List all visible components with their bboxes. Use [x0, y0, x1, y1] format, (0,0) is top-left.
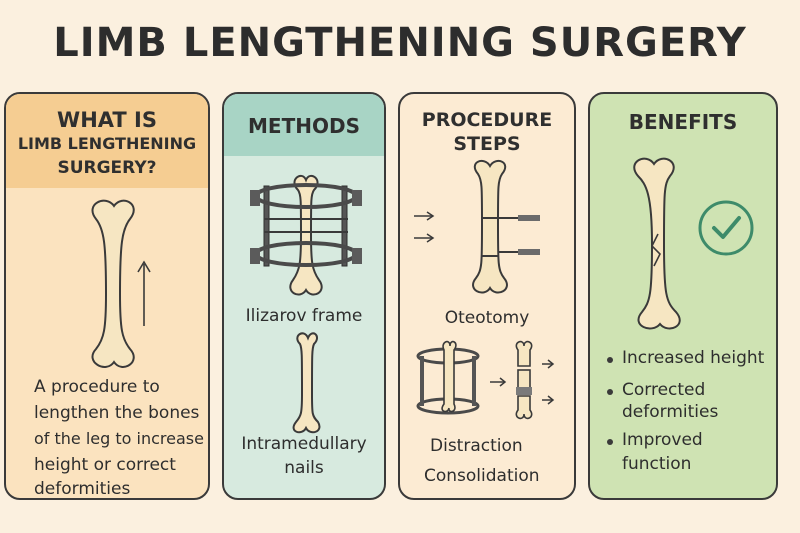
bone-icon	[289, 174, 323, 296]
panel-benefits: BENEFITS Increased height Corrected defo…	[588, 92, 778, 500]
method-label-ilizarov: Ilizarov frame	[245, 306, 363, 326]
panel-methods: METHODS Ilizarov frame Intramedullary na…	[222, 92, 386, 500]
step-label-consolidation: Consolidation	[424, 466, 540, 486]
step-label-distraction: Distraction	[430, 436, 523, 456]
bone-icon	[91, 199, 135, 368]
bone-length-illustration	[91, 199, 151, 368]
heading-line: WHAT IS	[57, 108, 157, 132]
heading-line: STEPS	[453, 133, 521, 155]
procedure-illustration	[414, 159, 555, 420]
benefits-illustration	[607, 157, 754, 445]
checkmark-circle-icon	[698, 200, 754, 256]
benefit-item: Improved	[622, 430, 703, 450]
description-line: lengthen the bones	[34, 403, 200, 423]
description-line: of the leg to increase	[34, 429, 204, 448]
benefit-item: Increased height	[622, 348, 765, 368]
crack-icon	[651, 233, 661, 267]
heading-line: SURGERY?	[57, 158, 157, 178]
description-line: A procedure to	[34, 377, 160, 397]
nail-bone-icon	[292, 332, 321, 434]
page-title: LIMB LENGTHENING SURGERY	[53, 20, 747, 66]
bullet-icon	[607, 389, 613, 395]
panel-methods-header	[224, 94, 384, 156]
bullet-icon	[607, 439, 613, 445]
bullet-icon	[607, 357, 613, 363]
bone-icon	[441, 340, 457, 413]
checkmark-icon	[712, 216, 741, 239]
benefit-item: function	[622, 454, 692, 474]
bone-icon	[633, 157, 681, 330]
panel-what-is: WHAT IS LIMB LENGTHENING SURGERY? A proc…	[4, 92, 210, 500]
description-line: height or correct	[34, 455, 176, 475]
method-label-line: Intramedullary	[241, 434, 367, 454]
heading-line: PROCEDURE	[421, 109, 553, 131]
method-label-line: nails	[284, 458, 324, 478]
panel-procedure-steps: PROCEDURE STEPS Oteotomy Distract	[398, 92, 576, 500]
description-line: deformities	[34, 479, 131, 499]
ilizarov-frame-illustration	[250, 174, 362, 434]
panel-what-is-header	[6, 94, 208, 188]
heading: BENEFITS	[628, 110, 738, 134]
step-label-osteotomy: Oteotomy	[444, 308, 530, 328]
heading: METHODS	[248, 114, 360, 138]
bone-icon	[472, 159, 508, 294]
benefit-item: Corrected	[622, 380, 706, 400]
benefit-item: deformities	[622, 402, 719, 422]
heading-line: LIMB LENGTHENING	[17, 134, 197, 153]
